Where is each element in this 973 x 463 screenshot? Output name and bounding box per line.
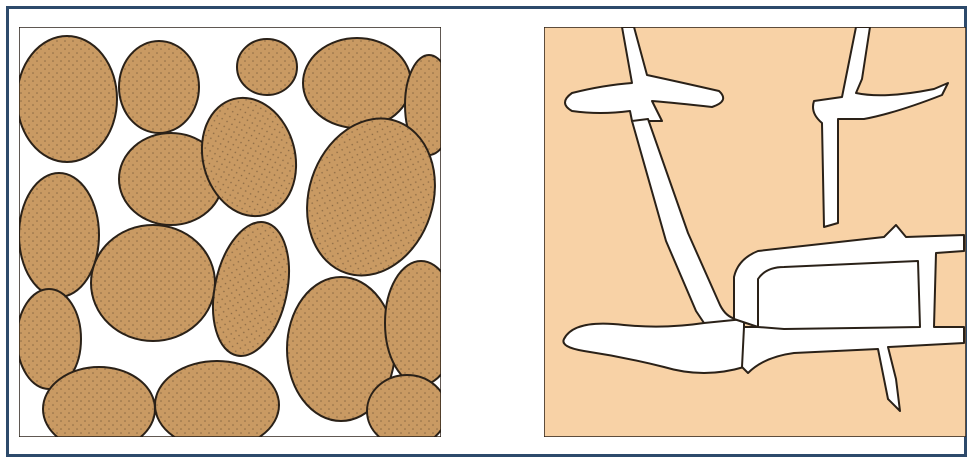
grain (237, 39, 297, 95)
figure-frame (6, 6, 967, 457)
granular-pore-panel (19, 27, 441, 437)
grain (19, 173, 99, 297)
grain-packing-diagram (19, 27, 441, 437)
grain (155, 361, 279, 437)
fracture-pore-panel (544, 27, 966, 437)
grain (303, 38, 411, 128)
grain (91, 225, 215, 341)
grain (119, 41, 199, 133)
grain (19, 36, 117, 162)
fracture-network-diagram (544, 27, 966, 437)
